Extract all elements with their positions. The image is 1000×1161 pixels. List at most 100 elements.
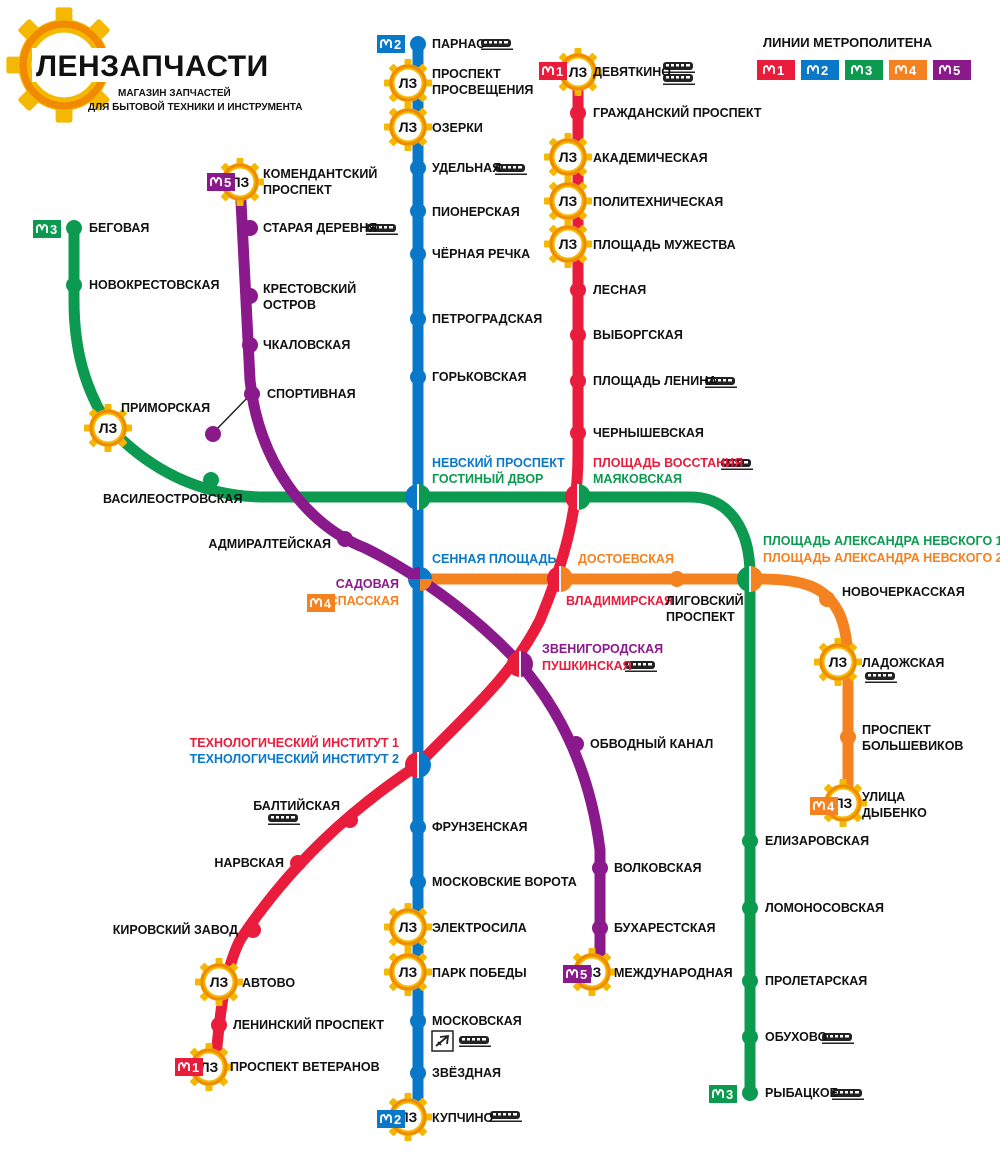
label-spasskaya: СПАССКАЯ: [329, 594, 399, 608]
station-dot-petrogradskaya[interactable]: [410, 311, 426, 327]
label-krestovsky-2: ОСТРОВ: [263, 298, 316, 312]
station-dot-bukharestskaya[interactable]: [592, 920, 608, 936]
label-gorkovskaya: ГОРЬКОВСКАЯ: [432, 370, 527, 384]
station-dot-pionerskaya[interactable]: [410, 203, 426, 219]
station-dot-vasileostrovskaya[interactable]: [203, 472, 219, 488]
label-akademicheskaya: АКАДЕМИЧЕСКАЯ: [593, 151, 708, 165]
station-dot-obvodny[interactable]: [568, 736, 584, 752]
station-dot-grazhdansky[interactable]: [570, 105, 586, 121]
lenzapchasti-gear-icon[interactable]: ЛЗ: [382, 946, 434, 998]
station-dot-volkovskaya[interactable]: [592, 860, 608, 876]
station-dot-krestovsky[interactable]: [242, 288, 258, 304]
station-dot-moskovskaya[interactable]: [410, 1013, 426, 1029]
lenzapchasti-gear-icon[interactable]: ЛЗ: [193, 956, 245, 1008]
station-dot-ligovsky[interactable]: [669, 571, 685, 587]
station-dot-kirovsky[interactable]: [245, 922, 261, 938]
station-dot-gorkovskaya[interactable]: [410, 369, 426, 385]
lenzapchasti-gear-icon[interactable]: ЛЗ: [542, 218, 594, 270]
station-dot-lomonosovskaya[interactable]: [742, 900, 758, 916]
hub-alexander-nevsky[interactable]: [737, 566, 763, 592]
line-badge-number: 3: [50, 222, 57, 237]
lenzapchasti-gear-icon[interactable]: ЛЗ: [542, 175, 594, 227]
legend-chip: [757, 60, 795, 80]
station-dot-chernyshevskaya[interactable]: [570, 425, 586, 441]
station-dot-bolshevikov[interactable]: [840, 729, 856, 745]
line-badge-5: 5: [207, 173, 235, 191]
station-dot-proletarskaya[interactable]: [742, 973, 758, 989]
station-dot-sportivnaya-2[interactable]: [205, 426, 221, 442]
hub-sennaya[interactable]: [408, 567, 432, 591]
lenzapchasti-gear-icon[interactable]: ЛЗ: [552, 46, 604, 98]
station-dot-narvskaya[interactable]: [290, 855, 306, 871]
hub-tech-institute[interactable]: [405, 752, 431, 778]
label-sportivnaya: СПОРТИВНАЯ: [267, 387, 356, 401]
station-dot-rybatskoe[interactable]: [742, 1085, 758, 1101]
station-dot-chkalovskaya[interactable]: [242, 337, 258, 353]
station-dot-parnas[interactable]: [410, 36, 426, 52]
station-dot-elizarovskaya[interactable]: [742, 833, 758, 849]
hub-dostoevskaya[interactable]: [547, 566, 573, 592]
label-leninsky: ЛЕНИНСКИЙ ПРОСПЕКТ: [233, 1017, 384, 1032]
station-dot-frunzenskaya[interactable]: [410, 819, 426, 835]
line-badge-number: 1: [556, 64, 563, 79]
lenzapchasti-gear-icon[interactable]: ЛЗ: [183, 1041, 235, 1093]
station-dot-novokrestovskaya[interactable]: [66, 277, 82, 293]
lenzapchasti-gear-icon[interactable]: ЛЗ: [82, 402, 134, 454]
lenzapchasti-gear-icon[interactable]: ЛЗ: [812, 636, 864, 688]
legend-chip: [801, 60, 839, 80]
label-devyatkino: ДЕВЯТКИНО: [593, 65, 671, 79]
transfer-hubs: [405, 484, 763, 778]
station-dot-sportivnaya[interactable]: [244, 386, 260, 402]
station-dot-admiralteyskaya[interactable]: [337, 531, 353, 547]
station-dot-chernaya-rechka[interactable]: [410, 246, 426, 262]
line-badge-4: 4: [307, 594, 335, 612]
station-dot-baltiyskaya[interactable]: [342, 812, 358, 828]
label-obukhovo: ОБУХОВО: [765, 1030, 828, 1044]
station-dot-vyborgskaya[interactable]: [570, 327, 586, 343]
station-dot-zvezdnaya[interactable]: [410, 1065, 426, 1081]
train-icon: [490, 1111, 522, 1122]
label-pl-an-2: ПЛОЩАДЬ АЛЕКСАНДРА НЕВСКОГО 2: [763, 551, 1000, 565]
airplane-icon: [431, 1030, 454, 1052]
label-sennaya: СЕННАЯ ПЛОЩАДЬ: [432, 552, 557, 566]
label-petrogradskaya: ПЕТРОГРАДСКАЯ: [432, 312, 542, 326]
station-dot-novocherkasskaya[interactable]: [819, 591, 835, 607]
label-komend-2: ПРОСПЕКТ: [263, 183, 332, 197]
lenzapchasti-gear-icon[interactable]: ЛЗ: [214, 156, 266, 208]
station-dot-staraya-derevnya[interactable]: [242, 220, 258, 236]
label-kirovsky: КИРОВСКИЙ ЗАВОД: [113, 922, 238, 937]
station-dot-leninsky[interactable]: [211, 1017, 227, 1033]
station-dot-lesnaya[interactable]: [570, 282, 586, 298]
lenzapchasti-gear-icon[interactable]: ЛЗ: [542, 131, 594, 183]
station-dot-moskovskie-vorota[interactable]: [410, 874, 426, 890]
station-dot-udelnaya[interactable]: [410, 160, 426, 176]
station-dot-begovaya[interactable]: [66, 220, 82, 236]
legend-line-3: 3: [845, 60, 883, 80]
lenzapchasti-gear-icon[interactable]: ЛЗ: [382, 901, 434, 953]
store-mark-label: ЛЗ: [399, 119, 418, 135]
brand-tagline-2: ДЛЯ БЫТОВОЙ ТЕХНИКИ И ИНСТРУМЕНТА: [88, 100, 303, 113]
lenzapchasti-gear-icon[interactable]: ЛЗ: [817, 777, 869, 829]
station-dot-obukhovo[interactable]: [742, 1029, 758, 1045]
label-pl-lenina: ПЛОЩАДЬ ЛЕНИНА: [593, 374, 717, 388]
store-mark-label: ЛЗ: [569, 64, 588, 80]
store-mark-label: ЛЗ: [834, 795, 853, 811]
label-volkovskaya: ВОЛКОВСКАЯ: [614, 861, 701, 875]
hub-nevsky[interactable]: [405, 484, 431, 510]
label-ligovsky-1: ЛИГОВСКИЙ: [666, 593, 744, 608]
lenzapchasti-gear-icon[interactable]: ЛЗ: [382, 57, 434, 109]
label-krestovsky-1: КРЕСТОВСКИЙ: [263, 281, 356, 296]
label-novocherkasskaya: НОВОЧЕРКАССКАЯ: [842, 585, 965, 599]
label-tech-2: ТЕХНОЛОГИЧЕСКИЙ ИНСТИТУТ 2: [190, 751, 399, 766]
train-icon: [459, 1036, 491, 1047]
label-tech-1: ТЕХНОЛОГИЧЕСКИЙ ИНСТИТУТ 1: [190, 735, 399, 750]
label-chernyshevskaya: ЧЕРНЫШЕВСКАЯ: [593, 426, 704, 440]
legend-chip: [889, 60, 927, 80]
lenzapchasti-gear-icon[interactable]: ЛЗ: [382, 101, 434, 153]
hub-pushkinskaya[interactable]: [507, 651, 533, 677]
hub-vosstaniya[interactable]: [565, 484, 591, 510]
legend-title: ЛИНИИ МЕТРОПОЛИТЕНА: [763, 35, 933, 50]
station-dot-pl-lenina[interactable]: [570, 373, 586, 389]
